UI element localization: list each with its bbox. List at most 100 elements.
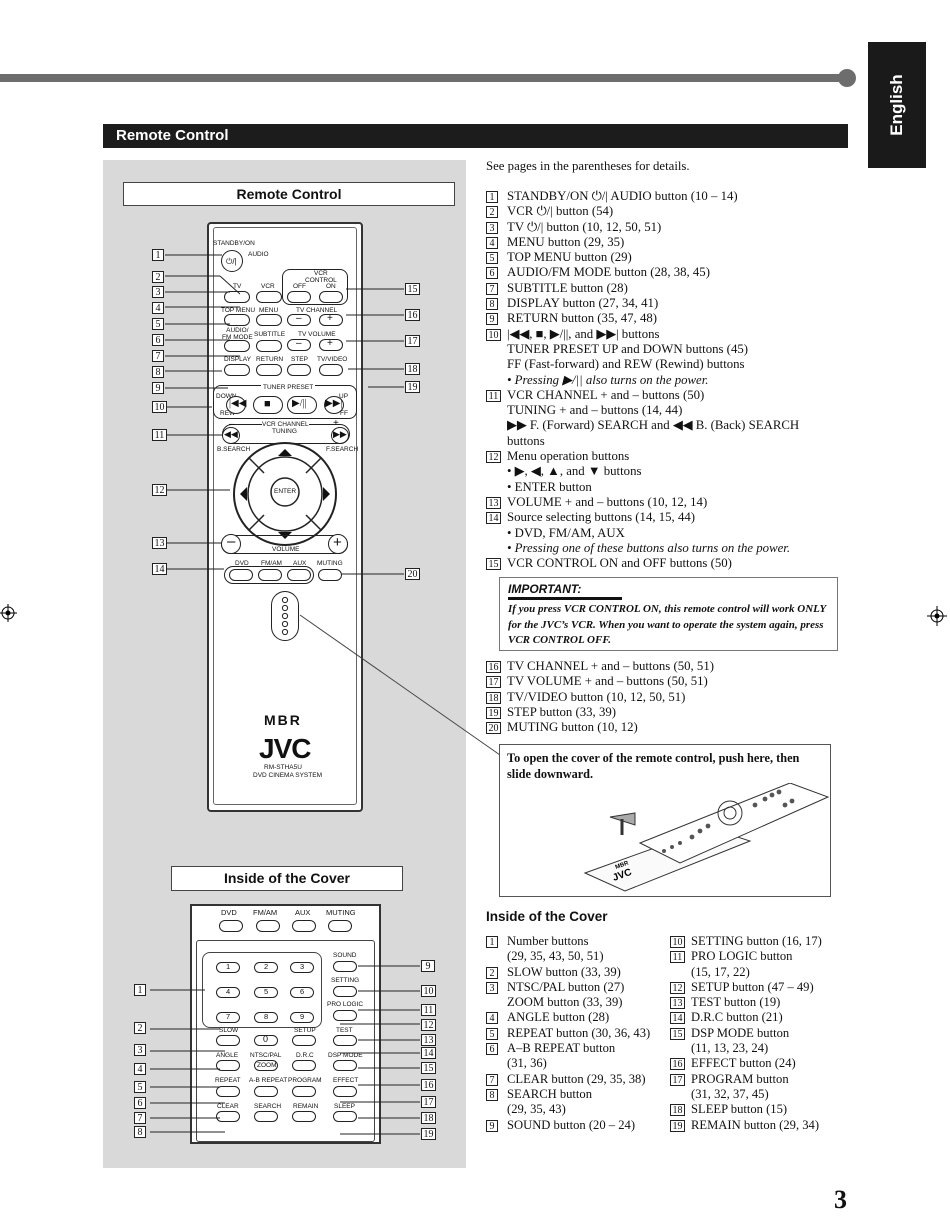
- bsearch-label: B.SEARCH: [217, 446, 251, 453]
- display-label: DISPLAY: [224, 356, 251, 363]
- dsp-mode-button[interactable]: [333, 1060, 357, 1071]
- return-button[interactable]: [256, 364, 282, 376]
- tv-volume-plus-button[interactable]: [319, 339, 343, 351]
- tv-video-button[interactable]: [319, 364, 343, 376]
- fmam-label: FM/AM: [261, 560, 282, 567]
- tv-channel-minus-button[interactable]: [287, 314, 311, 326]
- cover-angle-label: ANGLE: [216, 1052, 239, 1059]
- cover-dvd-button[interactable]: [219, 920, 243, 932]
- up-arrow-button[interactable]: [275, 447, 295, 459]
- top-menu-button[interactable]: [224, 314, 250, 326]
- step-button[interactable]: [287, 364, 311, 376]
- cover-setup-label: SETUP: [294, 1027, 316, 1034]
- cover-panel-title: Inside of the Cover: [171, 866, 403, 891]
- sleep-button[interactable]: [333, 1111, 357, 1122]
- cover-muting-button[interactable]: [328, 920, 352, 932]
- standby-on-button[interactable]: [221, 250, 243, 272]
- list-item-text: TEST button (19): [691, 995, 781, 1010]
- program-button[interactable]: [292, 1086, 316, 1097]
- cover-push-area[interactable]: [271, 591, 299, 641]
- important-box: IMPORTANT: If you press VCR CONTROL ON, …: [499, 577, 838, 651]
- number-2-button[interactable]: [254, 962, 278, 973]
- stop-button[interactable]: [253, 396, 283, 414]
- cover-fmam-button[interactable]: [256, 920, 280, 932]
- number-3-button[interactable]: [290, 962, 314, 973]
- cover-dsp-label: DSP MODE: [328, 1052, 363, 1059]
- number-7-button[interactable]: [216, 1012, 240, 1023]
- cover-ab-repeat-label: A-B REPEAT: [249, 1077, 288, 1084]
- cover-zoom-label: ZOOM: [257, 1062, 277, 1069]
- dvd-button[interactable]: [229, 569, 253, 581]
- vcr-control-off-button[interactable]: [287, 291, 311, 303]
- list-item-number: 11: [486, 389, 501, 402]
- down-label: DOWN: [216, 393, 237, 400]
- next-button[interactable]: [324, 396, 344, 414]
- setting-button[interactable]: [333, 986, 357, 997]
- number-1-button[interactable]: [216, 962, 240, 973]
- effect-button[interactable]: [333, 1086, 357, 1097]
- volume-minus-button[interactable]: [221, 534, 241, 554]
- model-number: RM-STHA5U: [264, 764, 302, 771]
- vcr-control-label: VCR CONTROL: [305, 270, 337, 284]
- callout-13: 13: [152, 537, 167, 549]
- remote-left-callouts: [165, 254, 240, 570]
- muting-button[interactable]: [318, 569, 342, 581]
- volume-plus-button[interactable]: [328, 534, 348, 554]
- subtitle-button[interactable]: [256, 340, 282, 352]
- vcr-control-on-button[interactable]: [319, 291, 343, 303]
- ab-repeat-button[interactable]: [254, 1086, 278, 1097]
- number-6-button[interactable]: [290, 987, 314, 998]
- navigation-pad: [233, 442, 337, 546]
- enter-button[interactable]: [272, 480, 298, 504]
- tv-volume-minus-button[interactable]: [287, 339, 311, 351]
- fmam-button[interactable]: [258, 569, 282, 581]
- tv-channel-plus-button[interactable]: [319, 314, 343, 326]
- number-4-button[interactable]: [216, 987, 240, 998]
- clear-button[interactable]: [216, 1111, 240, 1122]
- number-0-button[interactable]: [254, 1035, 278, 1046]
- drc-button[interactable]: [292, 1060, 316, 1071]
- dvd-label: DVD: [235, 560, 249, 567]
- zoom-button[interactable]: [254, 1060, 278, 1071]
- list-item-text: NTSC/PAL button (27): [507, 979, 625, 994]
- list-item-number: 16: [670, 1058, 685, 1071]
- list-item-number: 8: [486, 1088, 498, 1101]
- cover-aux-button[interactable]: [292, 920, 316, 932]
- sound-button[interactable]: [333, 961, 357, 972]
- menu-button[interactable]: [256, 314, 282, 326]
- list-item-text: |◀◀, ■, ▶/||, and ▶▶| buttons: [507, 326, 660, 341]
- list-item-text: VOLUME + and – buttons (10, 12, 14): [507, 494, 708, 509]
- right-arrow-button[interactable]: [321, 484, 333, 504]
- cover-callout-15: 15: [421, 1062, 436, 1074]
- cover-slide-illustration: MBR JVC: [583, 783, 830, 892]
- vcr-power-button[interactable]: [256, 291, 282, 303]
- display-button[interactable]: [224, 364, 250, 376]
- number-5-button[interactable]: [254, 987, 278, 998]
- setup-button[interactable]: [292, 1035, 316, 1046]
- angle-button[interactable]: [216, 1060, 240, 1071]
- bsearch-button[interactable]: [222, 427, 240, 444]
- number-8-button[interactable]: [254, 1012, 278, 1023]
- test-button[interactable]: [333, 1035, 357, 1046]
- repeat-button[interactable]: [216, 1086, 240, 1097]
- play-pause-button[interactable]: [287, 396, 317, 414]
- callout-6: 6: [152, 334, 164, 346]
- search-button[interactable]: [254, 1111, 278, 1122]
- previous-button[interactable]: [226, 396, 246, 414]
- audio-fm-mode-button[interactable]: [224, 340, 250, 352]
- aux-button[interactable]: [287, 569, 311, 581]
- slow-button[interactable]: [216, 1035, 240, 1046]
- remain-button[interactable]: [292, 1111, 316, 1122]
- number-9-button[interactable]: [290, 1012, 314, 1023]
- pro-logic-button[interactable]: [333, 1010, 357, 1021]
- list-item-number: 5: [486, 1027, 498, 1040]
- fsearch-button[interactable]: [331, 427, 349, 444]
- list-item-text: buttons: [507, 433, 545, 448]
- tv-channel-plus-sign: +: [327, 313, 333, 324]
